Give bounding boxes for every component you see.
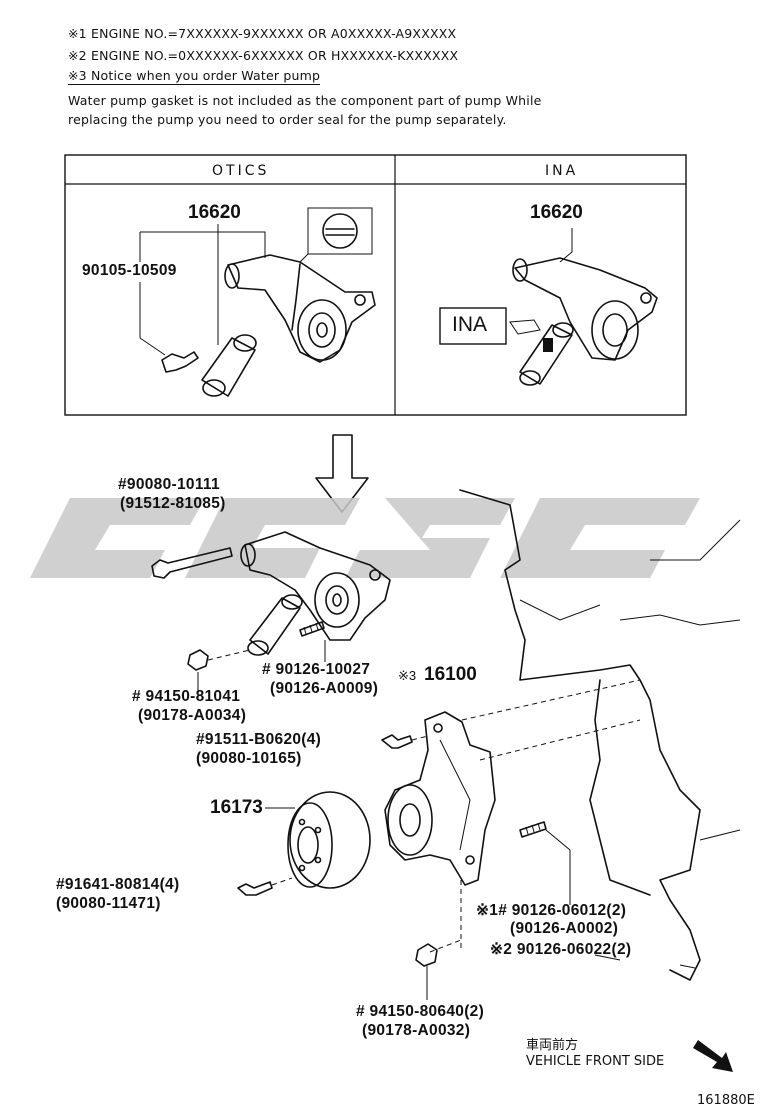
callout-pulley[interactable]: 16173 — [210, 797, 263, 818]
callout-pulley-bolt[interactable]: #91641-80814(4) — [56, 876, 180, 893]
callout-pump-stud-alt[interactable]: (90126-A0002) — [510, 920, 619, 937]
callout-stud-alt[interactable]: (90126-A0009) — [270, 680, 379, 697]
otics-tensioner-drawing — [139, 207, 376, 397]
note-engine-1: ※1 ENGINE NO.=7XXXXXX-9XXXXXX OR A0XXXXX… — [68, 26, 457, 41]
tensioner-assembly — [151, 531, 391, 700]
callout-water-pump-mark: ※3 — [398, 668, 417, 683]
figure-code: 161880E — [697, 1093, 755, 1108]
ina-part-number: 16620 — [530, 202, 583, 223]
note-engine-2: ※2 ENGINE NO.=0XXXXXX-6XXXXXX OR HXXXXXX… — [68, 48, 459, 63]
front-direction-arrow-icon — [693, 1040, 733, 1072]
water-pump-drawing — [381, 679, 641, 1000]
ina-column-header: INA — [545, 163, 579, 179]
callout-pump-nut-alt[interactable]: (90178-A0032) — [362, 1022, 471, 1039]
callout-pump-stud[interactable]: ※1# 90126-06012(2) — [476, 902, 627, 919]
pulley-drawing — [237, 791, 371, 896]
otics-column-header: OTICS — [212, 163, 270, 179]
callout-nut-alt[interactable]: (90178-A0034) — [138, 707, 247, 724]
engine-block-outline — [459, 489, 741, 981]
note-notice-heading: ※3 Notice when you order Water pump — [68, 68, 321, 85]
callout-tensioner-bolt[interactable]: #90080-10111 — [118, 476, 220, 493]
ina-tensioner-drawing — [439, 228, 658, 386]
ina-label: INA — [452, 313, 488, 336]
callout-stud[interactable]: # 90126-10027 — [262, 661, 371, 678]
callout-water-pump[interactable]: 16100 — [424, 664, 477, 685]
callout-pump-nut[interactable]: # 94150-80640(2) — [356, 1003, 485, 1020]
callout-pump-stud-engine2[interactable]: ※2 90126-06022(2) — [490, 941, 632, 958]
note-gasket-1: Water pump gasket is not included as the… — [68, 93, 542, 108]
otics-part-number: 16620 — [188, 202, 241, 223]
down-arrow-icon — [315, 434, 369, 513]
vehicle-front-en: VEHICLE FRONT SIDE — [526, 1054, 665, 1069]
callout-pump-bolt-alt[interactable]: (90080-10165) — [196, 750, 302, 767]
note-gasket-2: replacing the pump you need to order sea… — [68, 112, 507, 127]
callout-nut[interactable]: # 94150-81041 — [132, 688, 241, 705]
otics-bolt-number: 90105-10509 — [82, 262, 177, 279]
callout-tensioner-bolt-alt[interactable]: (91512-81085) — [120, 495, 226, 512]
supplier-table-frame — [64, 154, 687, 416]
watermark-logo — [30, 498, 700, 578]
vehicle-front-jp: 車両前方 — [526, 1038, 579, 1053]
callout-pump-bolt[interactable]: #91511-B0620(4) — [196, 731, 322, 748]
callout-pulley-bolt-alt[interactable]: (90080-11471) — [56, 895, 161, 912]
